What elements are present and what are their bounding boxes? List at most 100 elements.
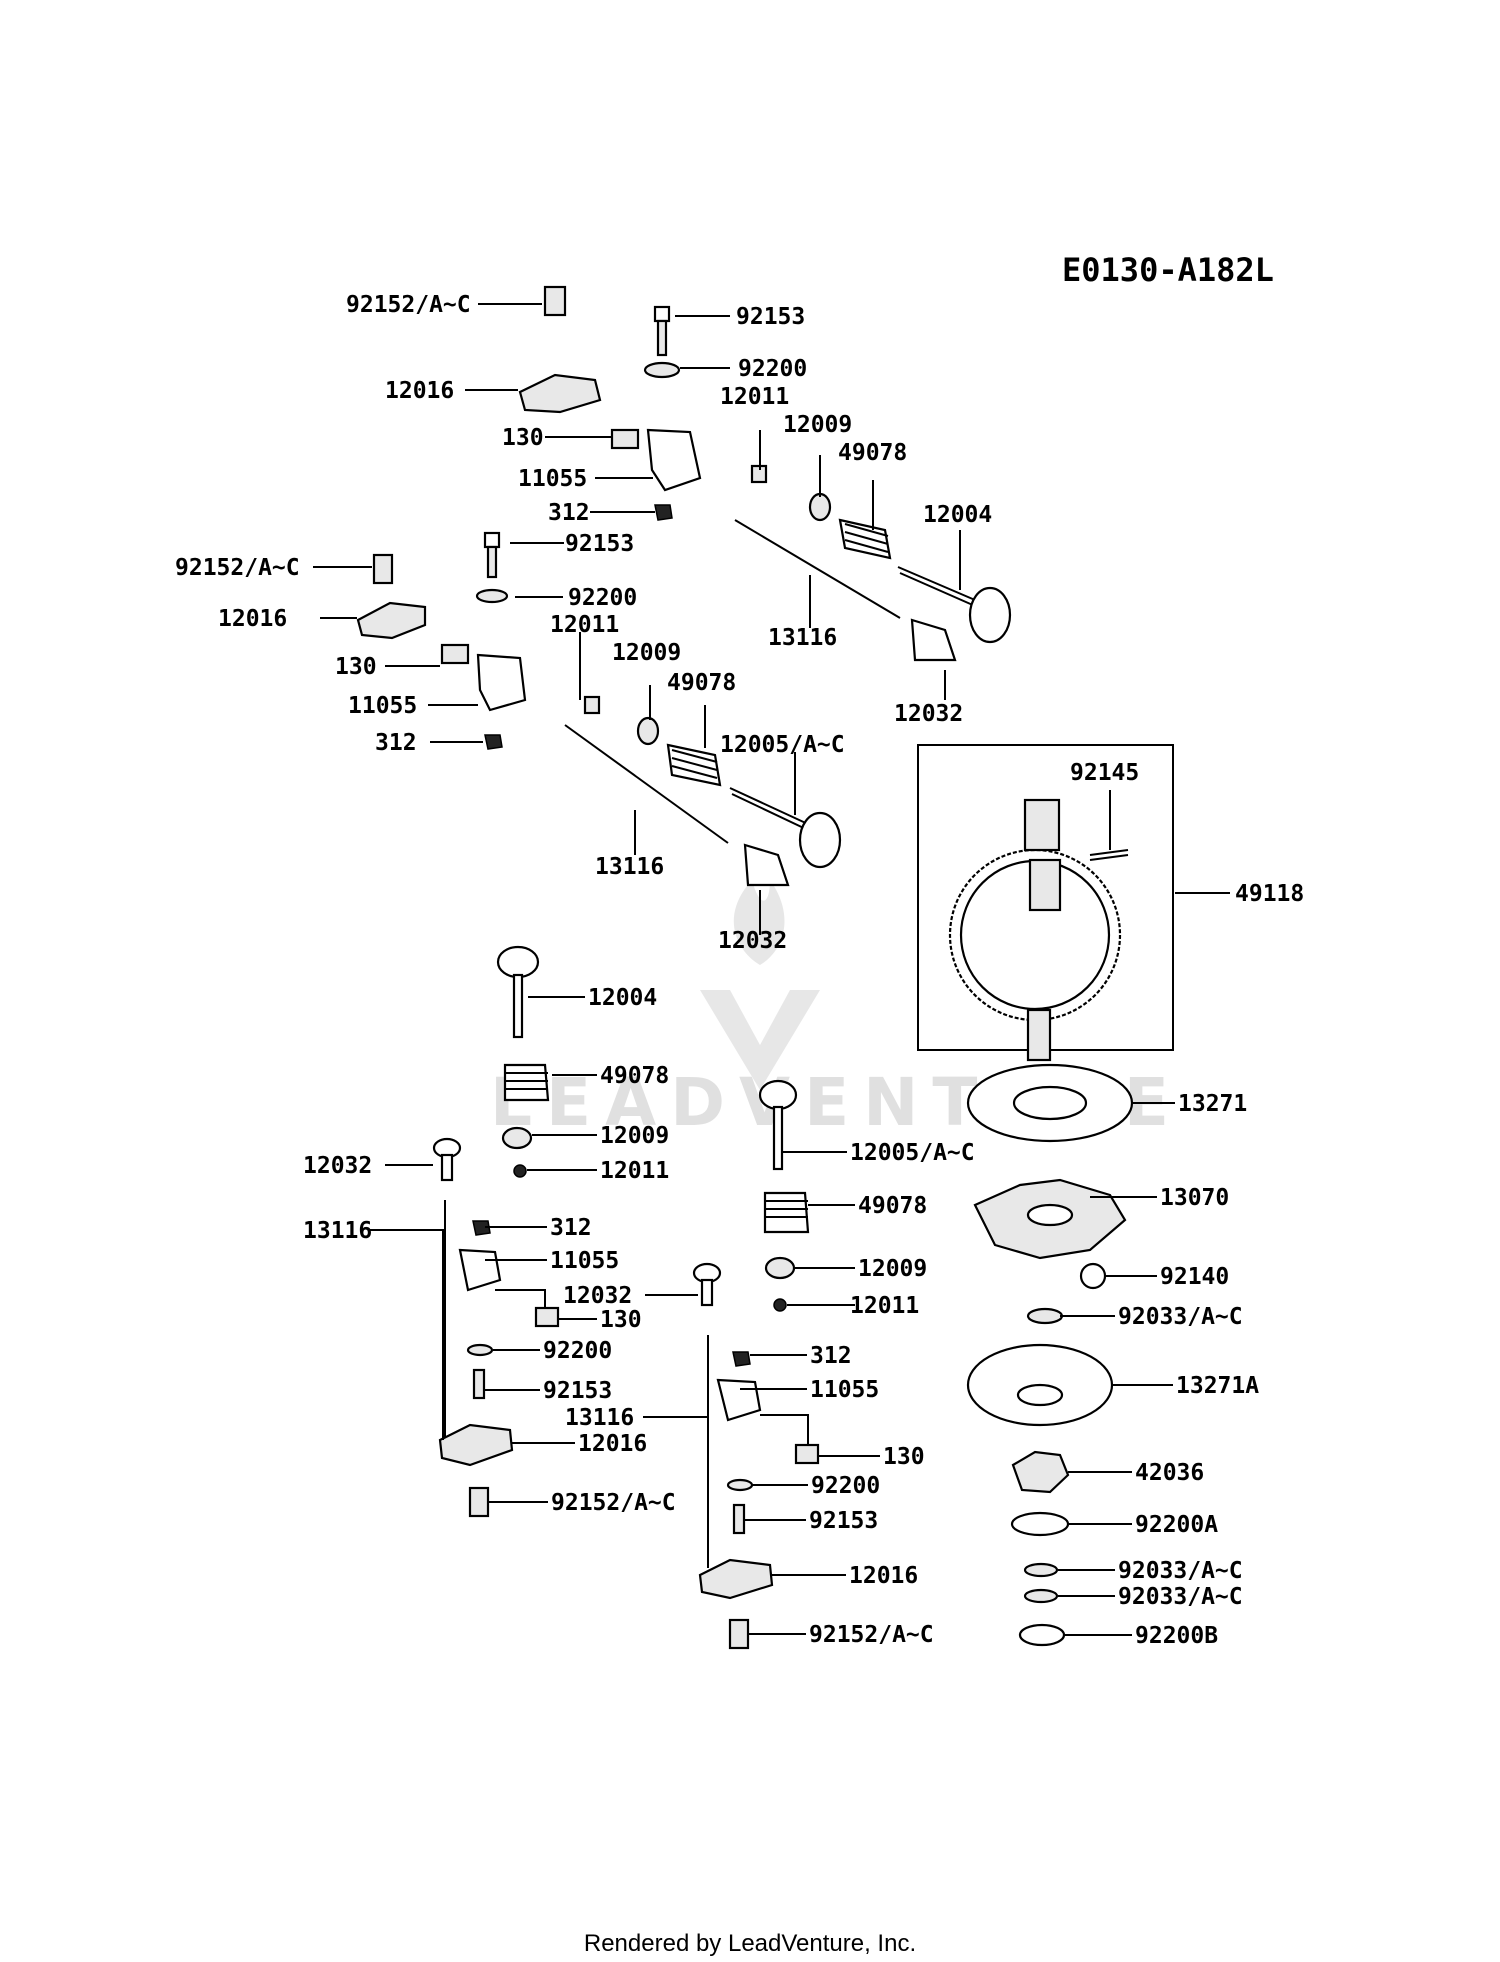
upper-tappet-12032 [910, 618, 957, 662]
label-92152-middle: 92152/A~C [175, 555, 300, 581]
left-rocker-arm-12016 [438, 1423, 514, 1467]
upper-pushrod-13116 [734, 519, 901, 619]
part-labels: 92153 92152/A~C 92200 12016 12011 12009 … [175, 292, 1304, 1649]
mid-bracket-11055 [716, 1378, 762, 1422]
label-13116-upper: 13116 [768, 625, 837, 651]
label-92033-upper: 92033/A~C [1118, 1304, 1243, 1330]
middle-valve-12005-stem [729, 787, 811, 832]
cam-spring-92145 [1089, 849, 1129, 861]
middle-bracket-11055 [476, 653, 527, 712]
label-92200-middle: 92200 [568, 585, 637, 611]
label-13271A: 13271A [1176, 1373, 1259, 1399]
label-92153-middle: 92153 [565, 531, 634, 557]
holder-13070-hub [1026, 1203, 1074, 1227]
upper-bolt-92153-head [653, 305, 671, 323]
middle-bolt-92153-shank [486, 545, 498, 579]
mid-bolt-130 [794, 1443, 820, 1465]
middle-bolt-130 [440, 643, 470, 665]
middle-spring-coils [671, 749, 718, 779]
label-13116-mid: 13116 [565, 1405, 634, 1431]
middle-pivot-92152 [372, 553, 394, 585]
upper-pivot-92152 [543, 285, 567, 317]
governor-stack [966, 1063, 1134, 1647]
washer-92200A [1010, 1511, 1070, 1537]
label-92200-mid: 92200 [811, 1473, 880, 1499]
label-12004-lower: 12004 [588, 985, 657, 1011]
upper-nut-312 [654, 504, 673, 521]
circlip-92033-lower [1023, 1588, 1059, 1604]
label-92140: 92140 [1160, 1264, 1229, 1290]
label-312-left: 312 [550, 1215, 592, 1241]
label-12016-mid: 12016 [849, 1563, 918, 1589]
upper-valve-12004-stem [897, 566, 976, 607]
label-11055-left: 11055 [550, 1248, 619, 1274]
ball-92140 [1079, 1262, 1107, 1290]
label-49078-mid: 49078 [858, 1193, 927, 1219]
label-312-middle: 312 [375, 730, 417, 756]
middle-retainer-12009 [636, 716, 660, 746]
nut-42036 [1011, 1450, 1070, 1494]
label-312-mid: 312 [810, 1343, 852, 1369]
middle-valve-12005-head [798, 811, 842, 869]
label-12004-upper: 12004 [923, 502, 992, 528]
label-12011-upper: 12011 [720, 384, 789, 410]
plate-13271A-hole [1016, 1383, 1064, 1407]
mid-tappet-12032-stem [700, 1278, 714, 1307]
left-retainer-12009 [501, 1126, 533, 1150]
label-12032-upper: 12032 [894, 701, 963, 727]
upper-spring-coils [844, 523, 889, 553]
left-valve-12004-stem [512, 973, 524, 1039]
label-92145: 92145 [1070, 760, 1139, 786]
footer-credit: Rendered by LeadVenture, Inc. [584, 1930, 916, 1957]
left-bolt-130 [534, 1306, 560, 1328]
label-13116-middle: 13116 [595, 854, 664, 880]
middle-pushrod-13116 [564, 724, 729, 844]
middle-nut-312 [484, 734, 503, 750]
upper-bolt-92153-shank [656, 319, 668, 357]
label-12016-middle: 12016 [218, 606, 287, 632]
label-92200B: 92200B [1135, 1623, 1218, 1649]
mid-pivot-92152 [728, 1618, 750, 1650]
label-92152-left: 92152/A~C [551, 1490, 676, 1516]
label-92152-mid: 92152/A~C [809, 1622, 934, 1648]
lower-left-valve-set [432, 945, 560, 1518]
label-49078-middle: 49078 [667, 670, 736, 696]
left-pivot-92152 [468, 1486, 490, 1518]
mid-washer-92200 [726, 1478, 754, 1492]
label-92200A: 92200A [1135, 1512, 1218, 1538]
label-12032-left: 12032 [303, 1153, 372, 1179]
label-12032-mid: 12032 [563, 1283, 632, 1309]
left-spring-coils [505, 1072, 548, 1090]
circlip-92033-mid [1023, 1562, 1059, 1578]
middle-tappet-12032 [743, 843, 790, 887]
middle-bolt-92153-head [483, 531, 501, 549]
upper-washer-92200 [643, 361, 681, 379]
mid-retainer-12009 [764, 1256, 796, 1280]
label-13070: 13070 [1160, 1185, 1229, 1211]
left-washer-92200 [466, 1343, 494, 1357]
left-cap-12011 [513, 1164, 527, 1178]
label-92152-upper: 92152/A~C [346, 292, 471, 318]
label-12016-left: 12016 [578, 1431, 647, 1457]
label-92153-mid: 92153 [809, 1508, 878, 1534]
circlip-92033-upper [1026, 1307, 1064, 1325]
label-11055-middle: 11055 [348, 693, 417, 719]
upper-bolt-130 [610, 428, 640, 450]
label-130-mid: 130 [883, 1444, 925, 1470]
washer-92200B [1018, 1623, 1066, 1647]
label-130-upper: 130 [502, 425, 544, 451]
upper-rocker-arm-12016 [518, 373, 602, 414]
label-12009-mid: 12009 [858, 1256, 927, 1282]
label-312-upper: 312 [548, 500, 590, 526]
label-92033-lower: 92033/A~C [1118, 1584, 1243, 1610]
label-12009-left: 12009 [600, 1123, 669, 1149]
mid-valve-12005-stem [772, 1105, 784, 1171]
mid-rocker-arm-12016 [698, 1558, 774, 1600]
label-92153-upper: 92153 [736, 304, 805, 330]
camshaft-assembly-box [917, 744, 1174, 1062]
mid-spring-coils [765, 1200, 808, 1218]
label-12009-upper: 12009 [783, 412, 852, 438]
diagram-code: E0130-A182L [1062, 251, 1274, 289]
middle-rocker-arm-12016 [356, 601, 427, 640]
